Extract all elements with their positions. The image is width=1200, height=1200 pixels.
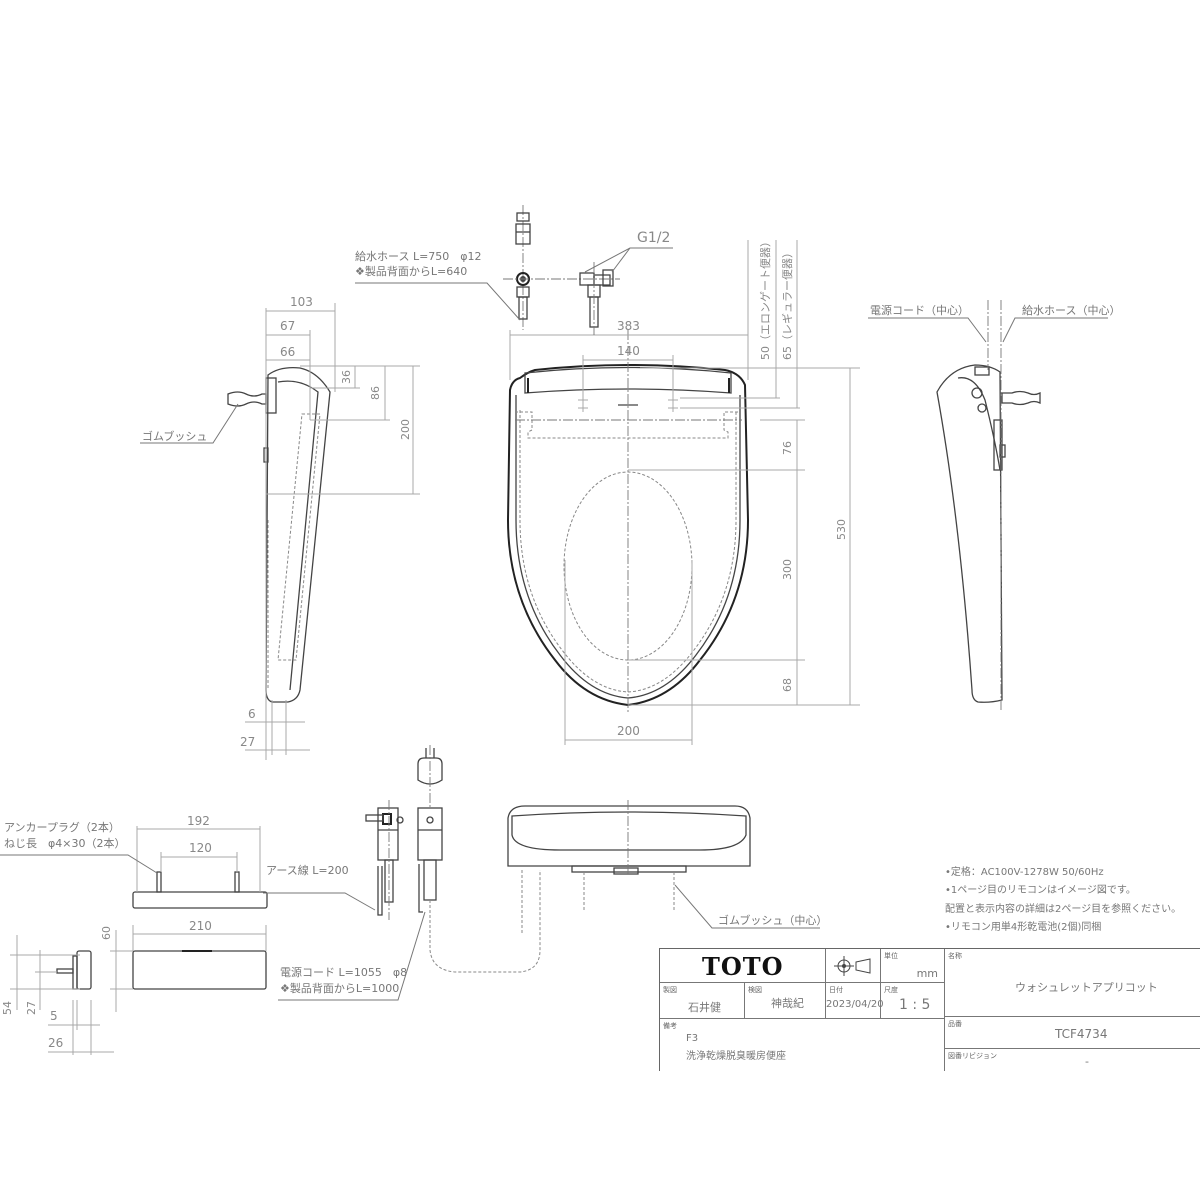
dim-6: 6 [248,707,256,721]
checker-name: 神哉紀 [771,997,804,1010]
dim-200-side: 200 [399,419,412,440]
dim-192: 192 [187,814,210,828]
name-cell: 名称 ウォシュレットアプリコット [945,949,1200,1017]
dim-103: 103 [290,295,313,309]
revision-cell: 図番リビジョン - [945,1049,1200,1071]
plug-and-cords [263,745,541,1001]
spec-note-rating: •定格：AC100V-1278W 50/60Hz [945,867,1104,878]
supply-hose-center-label: 給水ホース（中心） [1022,304,1121,317]
remarks-code: F3 [686,1033,699,1044]
model-number: TCF4734 [1055,1027,1108,1041]
drafter-cell: 製図 石井健 [660,983,745,1019]
drafter-name: 石井健 [688,1001,721,1014]
supply-fittings [355,205,673,335]
right-side-view [868,300,1108,710]
dim-76: 76 [781,441,794,455]
brand-cell: TOTO [660,949,826,983]
dim-210: 210 [189,919,212,933]
model-cell: 品番 TCF4734 [945,1017,1200,1049]
spec-note-remote: •1ページ目のリモコンはイメージ図です。 [945,885,1136,896]
mounting-plate [0,826,268,1055]
toto-logo: TOTO [702,952,784,981]
date-cell: 日付 2023/04/20 [826,983,884,1019]
top-view-seat [506,330,750,712]
dim-120: 120 [189,841,212,855]
supply-hose-length-note: ❖製品背面からL=640 [355,265,468,278]
dim-26: 26 [48,1036,64,1050]
remarks-description: 洗浄乾燥脱臭暖房便座 [686,1051,786,1062]
scale-cell: 尺度 1 : 5 [881,983,945,1019]
remarks-cell: 備考 F3 洗浄乾燥脱臭暖房便座 [660,1019,945,1071]
dim-54: 54 [1,1001,14,1015]
unit-cell: 単位 mm [881,949,945,983]
screw-length-label: ねじ長 φ4×30（2本） [4,837,126,850]
dim-total-length: 530 [835,519,848,540]
top-view-dimensions [509,240,860,745]
dim-27-plate: 27 [25,1001,38,1015]
earth-wire-label: アース線 L=200 [266,864,349,877]
front-view [507,800,820,935]
note-regular: 65（レギュラー便器） [781,247,794,360]
dim-27-side: 27 [240,735,256,749]
note-elongated: 50（エロンゲート便器） [759,236,772,360]
dim-300: 300 [781,559,794,580]
rubber-bushing-center-label: ゴムブッシュ（中心） [718,914,828,927]
dim-66: 66 [280,345,296,359]
scale-value: 1 : 5 [899,997,931,1013]
left-side-view [140,303,420,760]
power-cord-center-label: 電源コード（中心） [870,304,969,317]
unit-value: mm [916,967,938,980]
revision-value: - [1085,1055,1089,1068]
power-cord-length-note: ❖製品背面からL=1000 [280,982,400,995]
dim-hinge-spacing: 140 [617,344,640,358]
dim-opening-width: 200 [617,724,640,738]
rubber-bushing-label: ゴムブッシュ [142,430,208,443]
dim-60: 60 [100,926,113,940]
dim-36: 36 [340,370,353,384]
anchor-plug-label: アンカープラグ（2本） [4,821,120,834]
date-value: 2023/04/20 [826,999,884,1010]
thread-size-label: G1/2 [637,230,671,246]
spec-note-batteries: •リモコン用単4形乾電池(2個)同梱 [945,922,1102,933]
product-name: ウォシュレットアプリコット [1015,981,1158,994]
power-cord-label: 電源コード L=1055 φ8 [280,966,408,979]
third-angle-projection-icon [834,956,871,976]
dim-68: 68 [781,678,794,692]
dim-5: 5 [50,1009,58,1023]
supply-hose-label: 給水ホース L=750 φ12 [355,250,482,263]
dim-overall-width: 383 [617,319,640,333]
title-block: TOTO 単位 mm 名称 ウォシュレットアプリコット 製図 石井健 検図 神哉… [659,948,1200,1071]
dim-67: 67 [280,319,296,333]
spec-note-remote-detail: 配置と表示内容の詳細は2ページ目を参照ください。 [945,904,1182,915]
checker-cell: 検図 神哉紀 [745,983,826,1019]
dim-86: 86 [369,386,382,400]
projection-symbol-cell [826,949,881,983]
